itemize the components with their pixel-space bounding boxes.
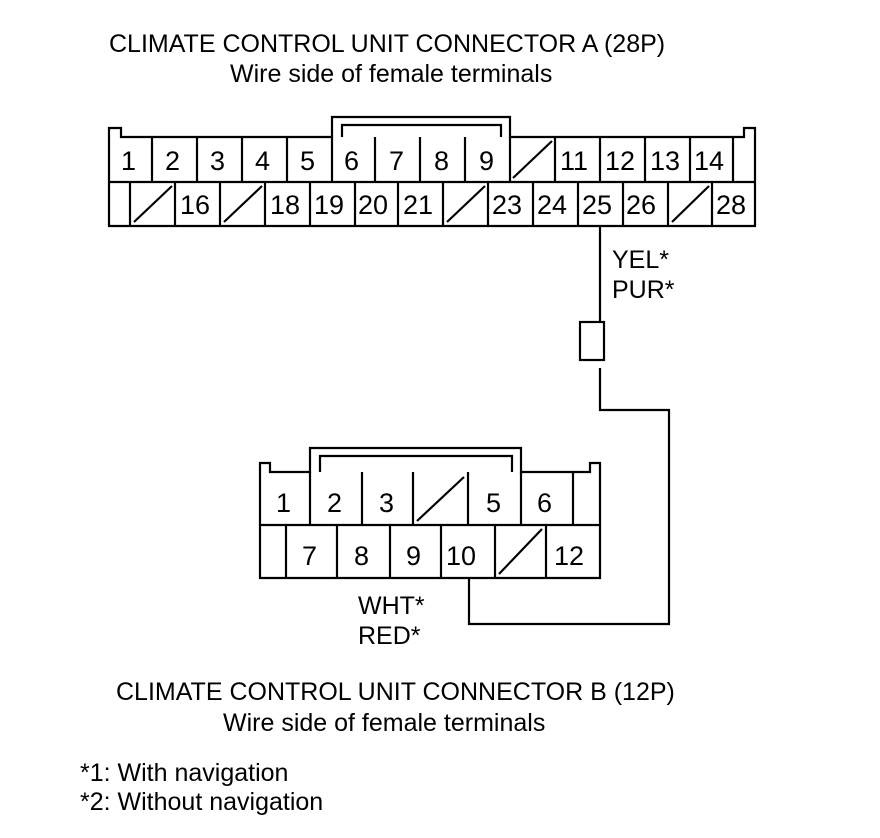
pin-b-1: 1 bbox=[276, 488, 291, 518]
wire-a25-b10 bbox=[467, 226, 671, 626]
pin-b-5: 5 bbox=[486, 488, 501, 518]
pin-a-23: 23 bbox=[492, 190, 522, 220]
pin-a-20: 20 bbox=[358, 190, 388, 220]
pin-a-14: 14 bbox=[694, 146, 724, 176]
note-with-navigation: *1: With navigation bbox=[80, 759, 288, 787]
connector-b-subtitle: Wire side of female terminals bbox=[223, 709, 545, 737]
pin-a-26: 26 bbox=[626, 190, 656, 220]
pin-a-8: 8 bbox=[434, 146, 449, 176]
wire-label-pur: PUR* bbox=[612, 276, 675, 304]
pin-a-24: 24 bbox=[537, 190, 567, 220]
pin-a-1: 1 bbox=[121, 146, 136, 176]
pin-a-7: 7 bbox=[389, 146, 404, 176]
wire-label-yel: YEL* bbox=[612, 246, 669, 274]
pin-b-7: 7 bbox=[302, 541, 317, 571]
pin-a-5: 5 bbox=[300, 146, 315, 176]
pin-a-19: 19 bbox=[314, 190, 344, 220]
connector-b-title: CLIMATE CONTROL UNIT CONNECTOR B (12P) bbox=[116, 678, 675, 706]
connector-a-title: CLIMATE CONTROL UNIT CONNECTOR A (28P) bbox=[109, 30, 665, 58]
connector-a: 1 2 3 4 5 6 7 8 9 11 12 13 14 16 18 19 2… bbox=[107, 115, 757, 228]
wire-label-red: RED* bbox=[358, 622, 421, 650]
pin-b-8: 8 bbox=[354, 541, 369, 571]
pin-a-18: 18 bbox=[270, 190, 300, 220]
pin-b-2: 2 bbox=[327, 488, 342, 518]
pin-a-3: 3 bbox=[210, 146, 225, 176]
pin-b-10: 10 bbox=[446, 541, 476, 571]
pin-b-3: 3 bbox=[379, 488, 394, 518]
pin-a-6: 6 bbox=[344, 146, 359, 176]
pin-a-9: 9 bbox=[479, 146, 494, 176]
note-without-navigation: *2: Without navigation bbox=[80, 788, 323, 816]
pin-a-2: 2 bbox=[165, 146, 180, 176]
wire-label-wht: WHT* bbox=[358, 592, 425, 620]
pin-b-6: 6 bbox=[537, 488, 552, 518]
pin-b-12: 12 bbox=[554, 541, 584, 571]
connector-a-subtitle: Wire side of female terminals bbox=[230, 60, 552, 88]
connector-b: 1 2 3 5 6 7 8 9 10 12 bbox=[258, 446, 602, 580]
pin-a-13: 13 bbox=[650, 146, 680, 176]
pin-a-25: 25 bbox=[582, 190, 612, 220]
pin-a-16: 16 bbox=[180, 190, 210, 220]
pin-a-11: 11 bbox=[560, 146, 588, 176]
pin-a-28: 28 bbox=[716, 190, 746, 220]
pin-b-9: 9 bbox=[406, 541, 421, 571]
pin-a-21: 21 bbox=[403, 190, 433, 220]
pin-a-12: 12 bbox=[605, 146, 635, 176]
pin-a-4: 4 bbox=[255, 146, 270, 176]
